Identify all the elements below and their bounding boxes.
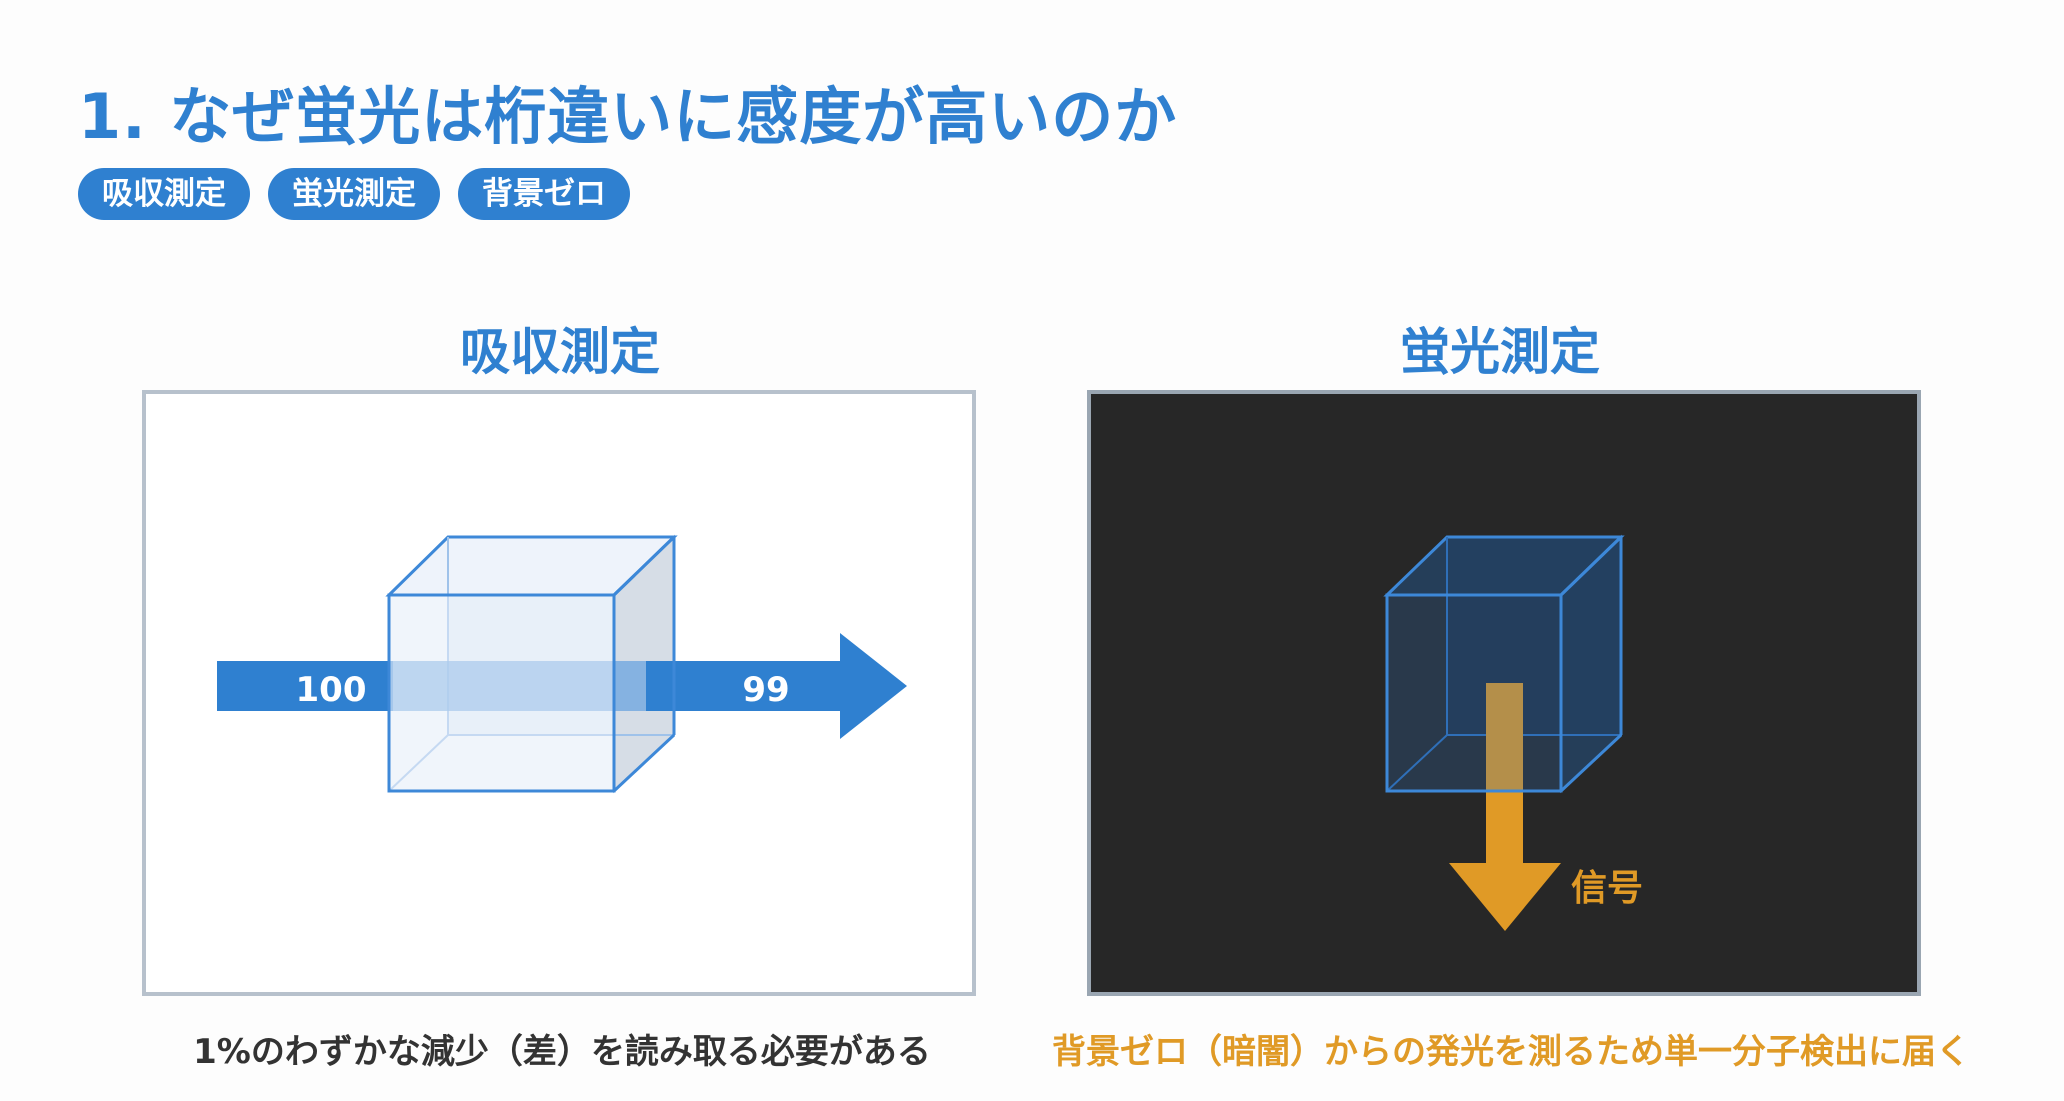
tag-fluorescence: 蛍光測定 bbox=[268, 168, 440, 220]
tag-absorption: 吸収測定 bbox=[78, 168, 250, 220]
absorption-heading: 吸収測定 bbox=[460, 323, 660, 381]
incident-beam bbox=[217, 661, 393, 711]
transmitted-beam-arrow bbox=[646, 633, 907, 739]
output-intensity-label: 99 bbox=[742, 670, 789, 710]
fluorescence-diagram: 信号 bbox=[1383, 534, 1643, 931]
cuvette-front-face bbox=[387, 593, 616, 793]
input-intensity-label: 100 bbox=[296, 670, 367, 710]
absorption-caption: 1%のわずかな減少（差）を読み取る必要がある bbox=[193, 1032, 931, 1072]
tag-list: 吸収測定 蛍光測定 背景ゼロ bbox=[78, 168, 630, 220]
absorption-diagram: 100 99 bbox=[217, 534, 907, 794]
fluorescence-caption: 背景ゼロ（暗闇）からの発光を測るため単一分子検出に届く bbox=[1052, 1032, 1970, 1072]
fluorescence-heading: 蛍光測定 bbox=[1400, 323, 1600, 381]
tag-zero-background: 背景ゼロ bbox=[458, 168, 630, 220]
fluorescence-panel: 信号 bbox=[1087, 390, 1921, 996]
sample-front-face bbox=[1385, 593, 1563, 793]
signal-label: 信号 bbox=[1571, 868, 1643, 909]
emission-signal-arrow bbox=[1449, 683, 1561, 931]
absorption-panel: 100 99 bbox=[142, 390, 976, 996]
slide-title: 1. なぜ蛍光は桁違いに感度が高いのか bbox=[78, 80, 1178, 153]
